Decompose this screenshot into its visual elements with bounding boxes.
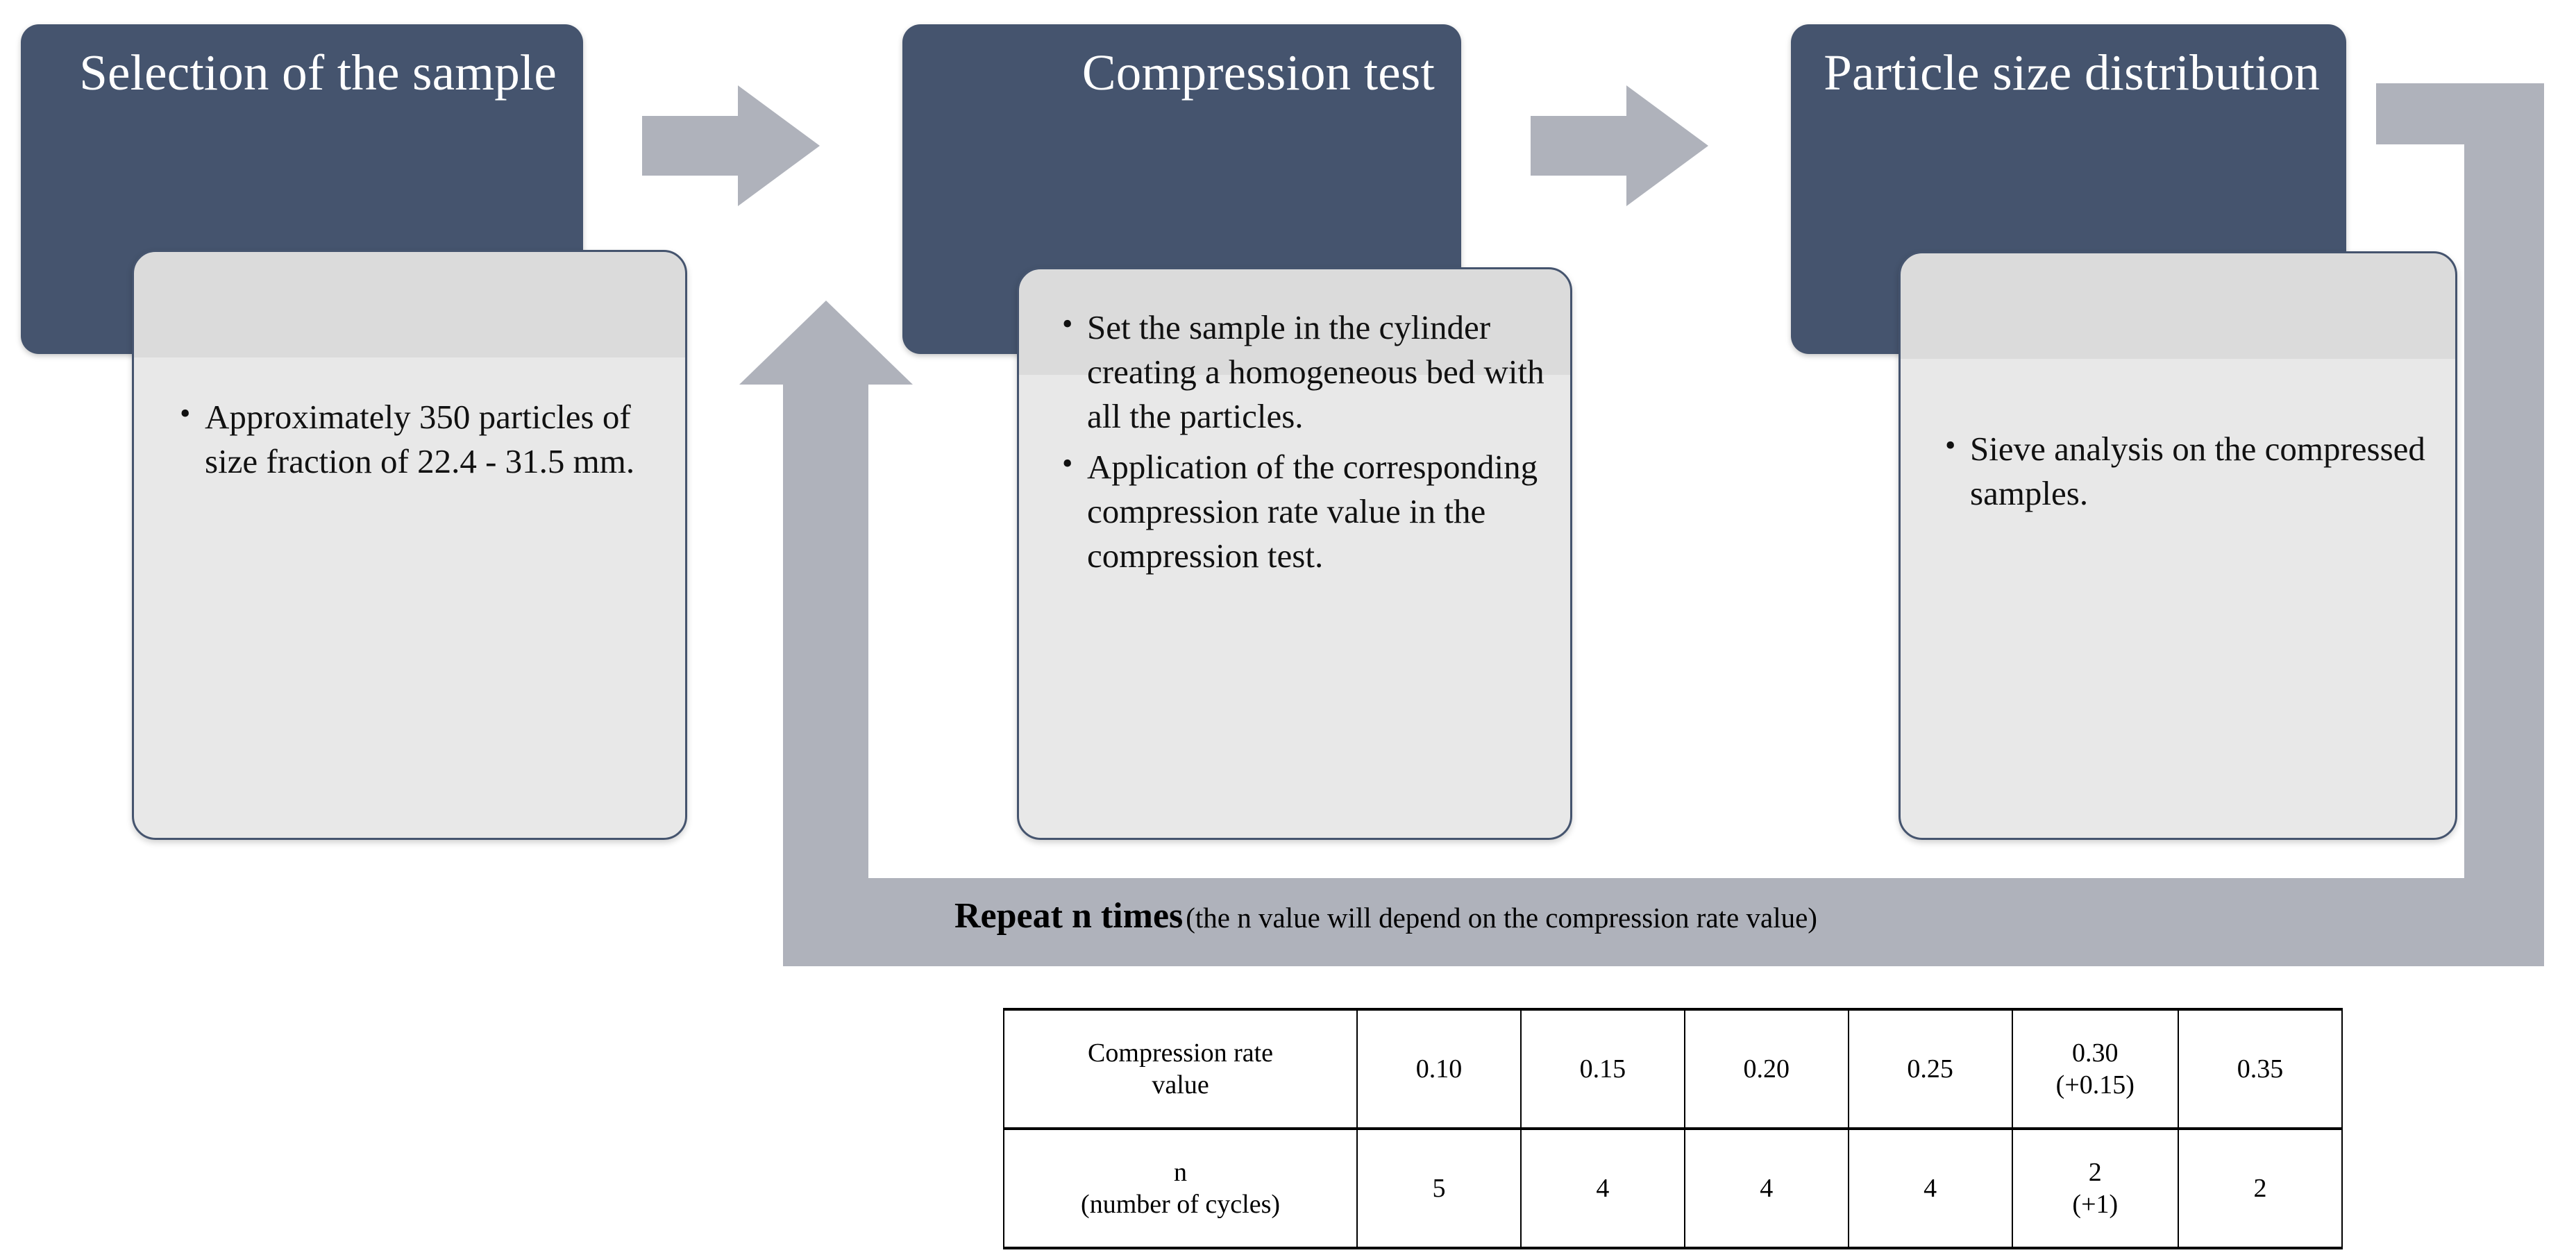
- row-label-line-2: (number of cycles): [1081, 1190, 1281, 1219]
- chevron-right-arrow-icon: [642, 85, 820, 206]
- step-body-compression-test: Set the sample in the cylinder creating …: [1017, 267, 1572, 840]
- table-row: Compression rate value 0.10 0.15 0.20 0.…: [1002, 1008, 2343, 1130]
- loop-caption-note: (the n value will depend on the compress…: [1186, 902, 1817, 934]
- cell-rate-3: 0.25: [1847, 1008, 2013, 1130]
- row-label-n-number-of-cycles: n (number of cycles): [1002, 1128, 1358, 1249]
- cell-main: 0.20: [1743, 1054, 1790, 1084]
- compression-parameters-table: Compression rate value 0.10 0.15 0.20 0.…: [1002, 1008, 2343, 1249]
- step-body-particle-size-distribution: Sieve analysis on the compressed samples…: [1899, 251, 2457, 840]
- bullet-list: Set the sample in the cylinder creating …: [1057, 304, 1545, 579]
- table-row: n (number of cycles) 5 4 4 4: [1002, 1128, 2343, 1249]
- cell-main: 2: [2088, 1157, 2102, 1187]
- cell-rate-4: 0.30 (+0.15): [2011, 1008, 2180, 1130]
- cell-n-3: 4: [1847, 1128, 2013, 1249]
- row-label-line-1: n: [1174, 1157, 1188, 1187]
- row-label-compression-rate-value: Compression rate value: [1002, 1008, 1358, 1130]
- chevron-right-arrow-icon: [1531, 85, 1708, 206]
- cell-main: 0.25: [1907, 1054, 1953, 1084]
- list-item: Approximately 350 particles of size frac…: [174, 394, 655, 484]
- step-title: Particle size distribution: [1824, 44, 2320, 101]
- list-item: Application of the corresponding compres…: [1057, 444, 1545, 579]
- cell-rate-1: 0.15: [1519, 1008, 1685, 1130]
- loop-caption-strong: Repeat n times: [954, 896, 1184, 936]
- cell-sub: (+0.15): [2055, 1070, 2135, 1100]
- cell-main: 0.10: [1415, 1054, 1463, 1084]
- cell-main: 0.30: [2072, 1038, 2119, 1068]
- cell-main: 4: [1760, 1173, 1774, 1203]
- bullet-list: Approximately 350 particles of size frac…: [174, 394, 655, 484]
- cell-rate-0: 0.10: [1356, 1008, 1522, 1130]
- step-title: Compression test: [1081, 44, 1435, 101]
- list-item: Set the sample in the cylinder creating …: [1057, 304, 1545, 439]
- bullet-list: Sieve analysis on the compressed samples…: [1939, 426, 2427, 516]
- loop-caption: Repeat n times (the n value will depend …: [954, 895, 2447, 936]
- step-title: Selection of the sample: [79, 44, 557, 101]
- cell-n-5: 2: [2178, 1128, 2343, 1249]
- cell-n-4: 2 (+1): [2011, 1128, 2180, 1249]
- cell-rate-5: 0.35: [2178, 1008, 2343, 1130]
- step-body-selection-of-the-sample: Approximately 350 particles of size frac…: [132, 250, 687, 840]
- row-label-line-1: Compression rate: [1088, 1038, 1274, 1068]
- cell-main: 0.35: [2237, 1054, 2284, 1084]
- cell-main: 5: [1432, 1173, 1446, 1203]
- cell-main: 0.15: [1579, 1054, 1626, 1084]
- cell-main: 2: [2253, 1173, 2267, 1203]
- cell-n-0: 5: [1356, 1128, 1522, 1249]
- cell-main: 4: [1923, 1173, 1937, 1203]
- cell-main: 4: [1596, 1173, 1610, 1203]
- cell-n-2: 4: [1683, 1128, 1849, 1249]
- cell-sub: (+1): [2072, 1190, 2119, 1219]
- cell-rate-2: 0.20: [1683, 1008, 1849, 1130]
- row-label-line-2: value: [1152, 1070, 1209, 1100]
- list-item: Sieve analysis on the compressed samples…: [1939, 426, 2427, 516]
- cell-n-1: 4: [1519, 1128, 1685, 1249]
